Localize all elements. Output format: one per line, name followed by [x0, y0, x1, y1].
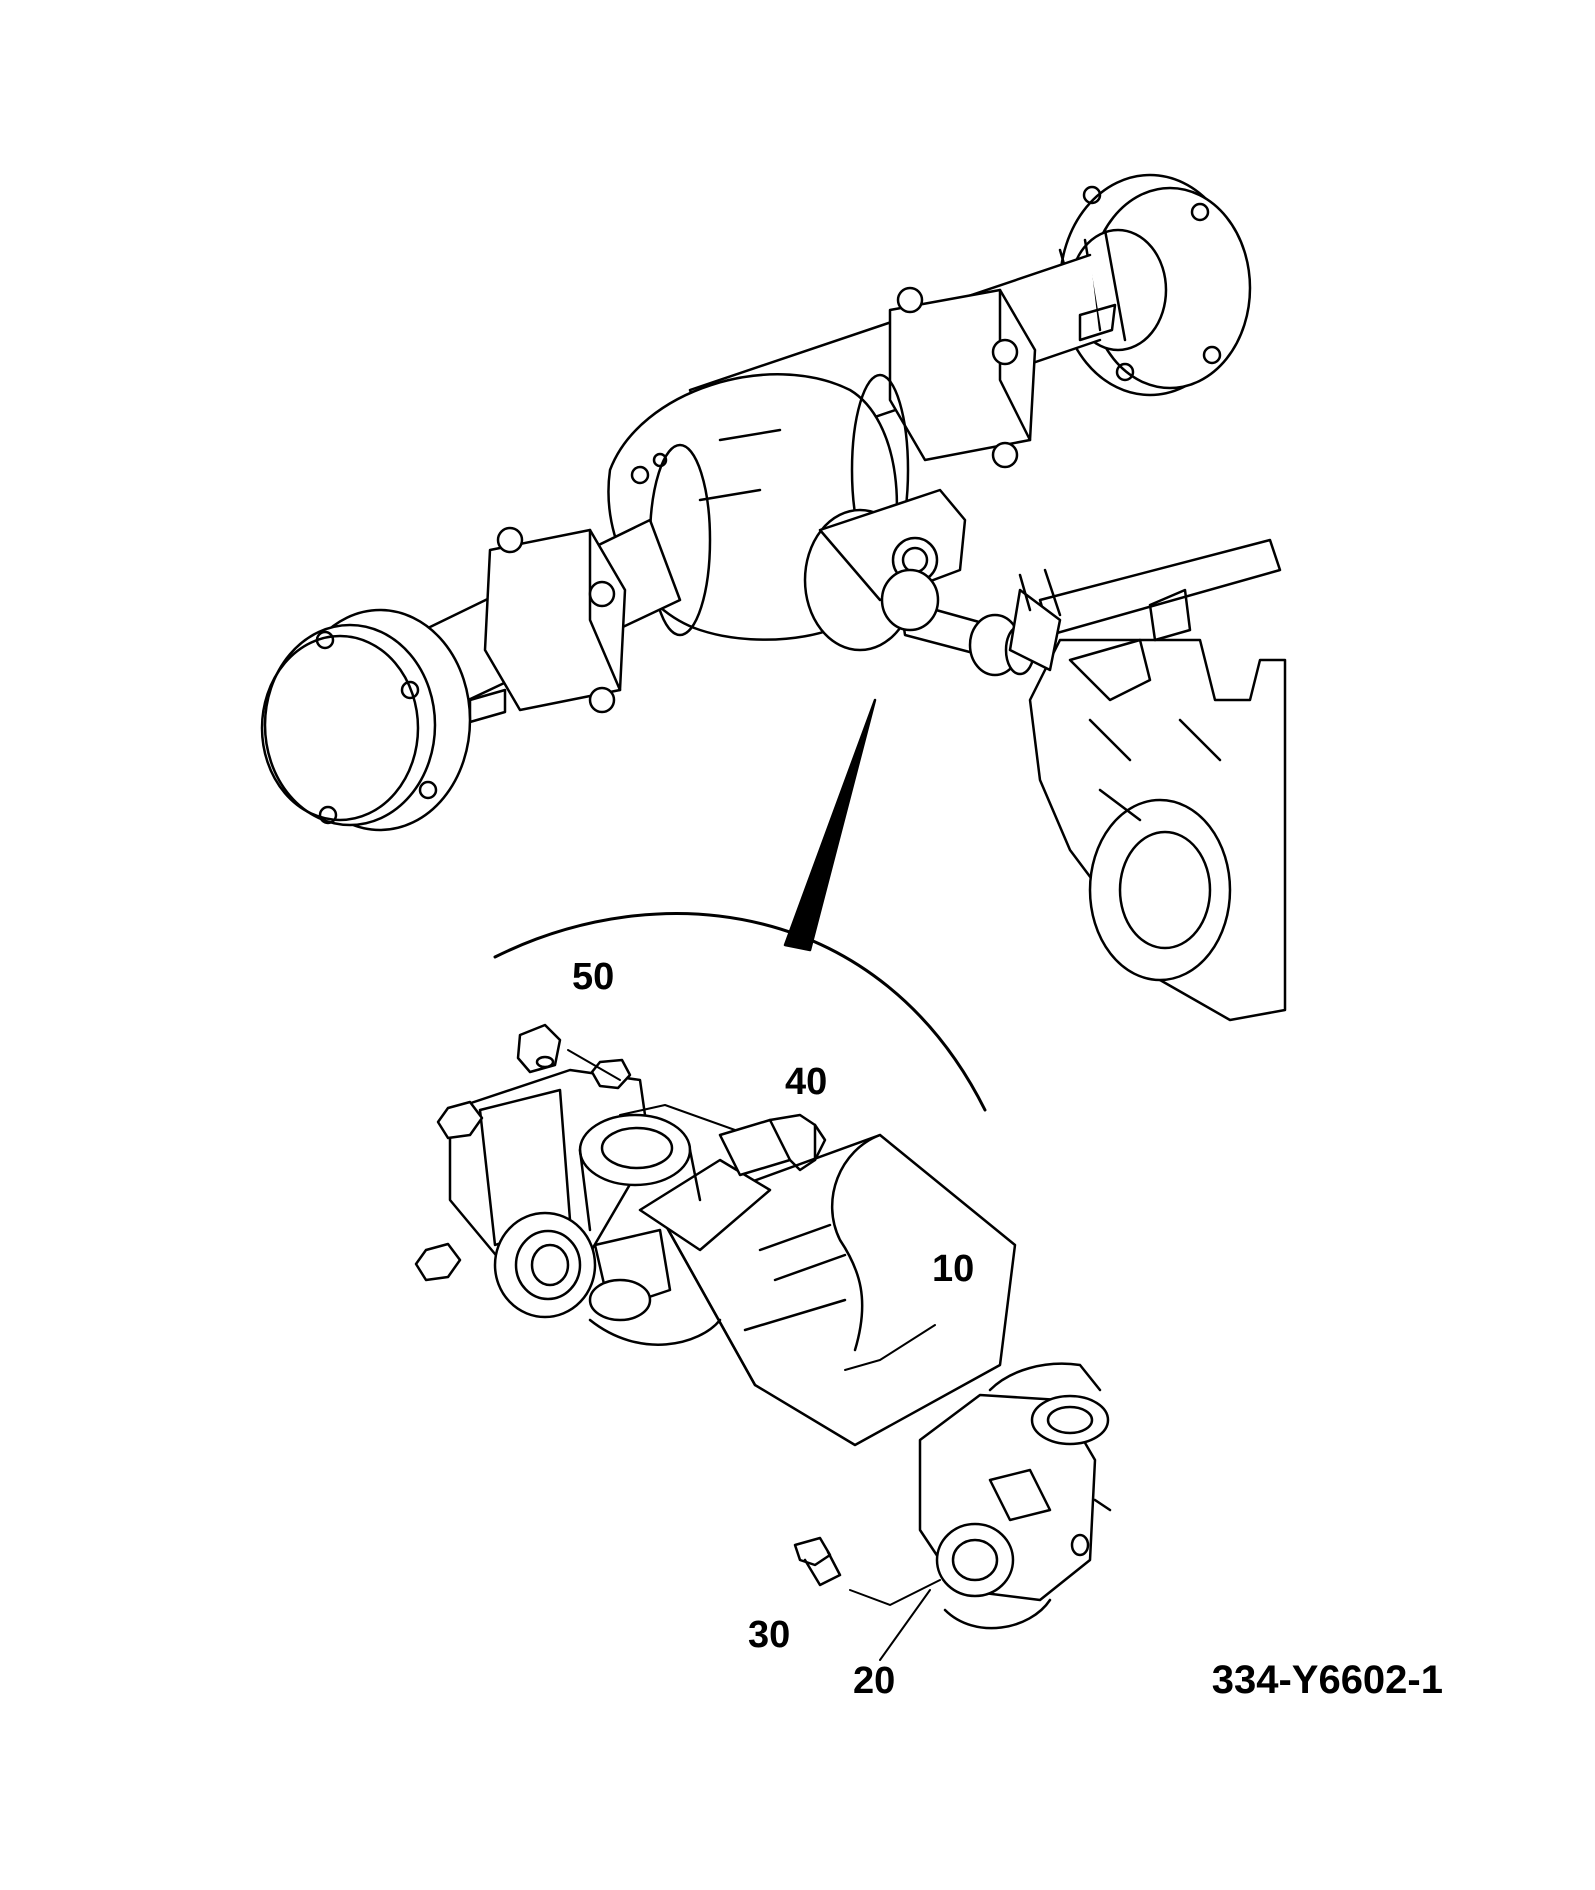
propshaft-in-context	[880, 568, 1036, 677]
propshaft-exploded	[414, 1058, 1112, 1630]
leader-10	[844, 1324, 936, 1371]
bolt-item-30	[793, 1536, 842, 1587]
leader-30	[849, 1579, 941, 1606]
leader-40	[619, 1104, 736, 1131]
bolt-item-40	[718, 1113, 827, 1177]
leader-20	[879, 1589, 931, 1661]
right-wheel-hub	[1058, 173, 1252, 397]
callout-10: 10	[932, 1248, 975, 1290]
axle-assembly	[260, 173, 1252, 832]
right-spring-pad	[888, 286, 1037, 469]
leader-lines	[567, 1049, 941, 1661]
transmission-housing	[1008, 538, 1287, 1022]
left-spring-pad	[483, 526, 627, 714]
callout-40: 40	[785, 1061, 828, 1103]
callout-50: 50	[572, 956, 615, 998]
figure-code: 334-Y6602-1	[1211, 1658, 1443, 1702]
nut-item-50	[516, 1023, 562, 1074]
leader-50	[567, 1049, 621, 1081]
callout-20: 20	[853, 1660, 896, 1702]
callout-30: 30	[748, 1614, 791, 1656]
flange-bolts	[414, 1058, 632, 1282]
left-wheel-hub	[260, 608, 472, 832]
detail-callout	[493, 698, 987, 1112]
